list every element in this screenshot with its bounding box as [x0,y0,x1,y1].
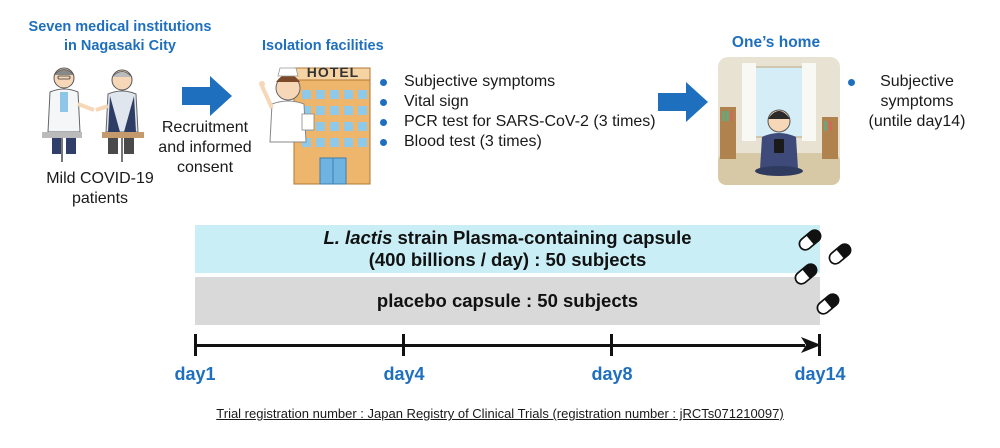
capsule-icon [816,293,840,315]
timeline-arrowhead-icon [801,337,821,353]
timeline-tick [818,334,821,356]
recruitment-line2: and informed [158,139,252,156]
bullet-text: Blood test (3 times) [404,133,542,150]
bullet-item: Subjective symptoms [380,72,656,92]
bullet-dot [848,79,855,86]
timeline-tick [610,334,613,356]
patients-caption-line2: patients [71,190,129,207]
isolation-title: Isolation facilities [262,38,384,54]
home-bullet-text: Subjective symptoms (untile day14) [862,72,972,132]
bullet-dot [380,119,387,126]
home-bullet: Subjective symptoms (untile day14) [848,72,998,132]
doctor-figure [42,67,95,162]
recruitment-line3: consent [176,159,234,176]
trial-registration-text: Trial registration number : Japan Regist… [216,406,784,421]
home-room-illustration [718,57,840,185]
timeline-axis [195,344,805,347]
hotel-sign: HOTEL [306,64,360,80]
bullet-text: Subjective symptoms [404,73,556,90]
capsule-icon [798,229,822,251]
patients-caption: Mild COVID-19 patients [20,169,180,209]
bullet-dot [380,139,387,146]
clinics-title-line2: in Nagasaki City [63,38,176,54]
day-label-day4: day4 [383,364,425,384]
right-arrow-icon [182,76,232,116]
active-band-line1-rest: strain Plasma-containing capsule [392,227,692,248]
strain-name: L. lactis [323,227,393,248]
patient-figure [95,69,144,162]
day-label-day1: day1 [174,364,216,384]
capsule-icon [828,243,852,265]
isolation-bullet-list: Subjective symptoms Vital sign PCR test … [380,72,656,152]
bullet-item: Vital sign [380,92,656,112]
trial-registration-note: Trial registration number : Japan Regist… [0,406,1000,421]
active-band-line1: L. lactis strain Plasma-containing capsu… [323,227,691,249]
home-bullet-line3: (untile day14) [868,113,966,130]
capsule-icons [794,229,852,315]
right-arrow-icon [658,82,708,122]
home-bullet-line2: symptoms [880,93,954,110]
clinics-title-line1: Seven medical institutions [28,19,212,35]
doctor-patient-illustration [42,67,144,162]
bullet-text: PCR test for SARS-CoV-2 (3 times) [404,113,656,130]
clinics-title: Seven medical institutions in Nagasaki C… [5,18,235,56]
home-bullet-line1: Subjective [880,73,954,90]
bullet-item: Blood test (3 times) [380,132,656,152]
day-label-day8: day8 [591,364,633,384]
recruitment-text: Recruitment and informed consent [145,118,265,178]
bullet-dot [380,79,387,86]
patients-caption-line1: Mild COVID-19 [46,170,154,187]
bullet-item: PCR test for SARS-CoV-2 (3 times) [380,112,656,132]
home-title: One’s home [731,34,821,51]
capsule-icon [794,263,818,285]
bullet-text: Vital sign [404,93,469,110]
placebo-band-text: placebo capsule : 50 subjects [376,290,639,311]
active-band-line2: (400 billions / day) : 50 subjects [368,249,647,270]
recruitment-line1: Recruitment [161,119,249,136]
timeline-tick [194,334,197,356]
bullet-dot [380,99,387,106]
day-label-day14: day14 [794,364,846,384]
placebo-capsule-band: placebo capsule : 50 subjects [195,277,820,325]
hotel-nurse-illustration [259,67,371,185]
active-capsule-band: L. lactis strain Plasma-containing capsu… [195,225,820,273]
timeline-tick [402,334,405,356]
